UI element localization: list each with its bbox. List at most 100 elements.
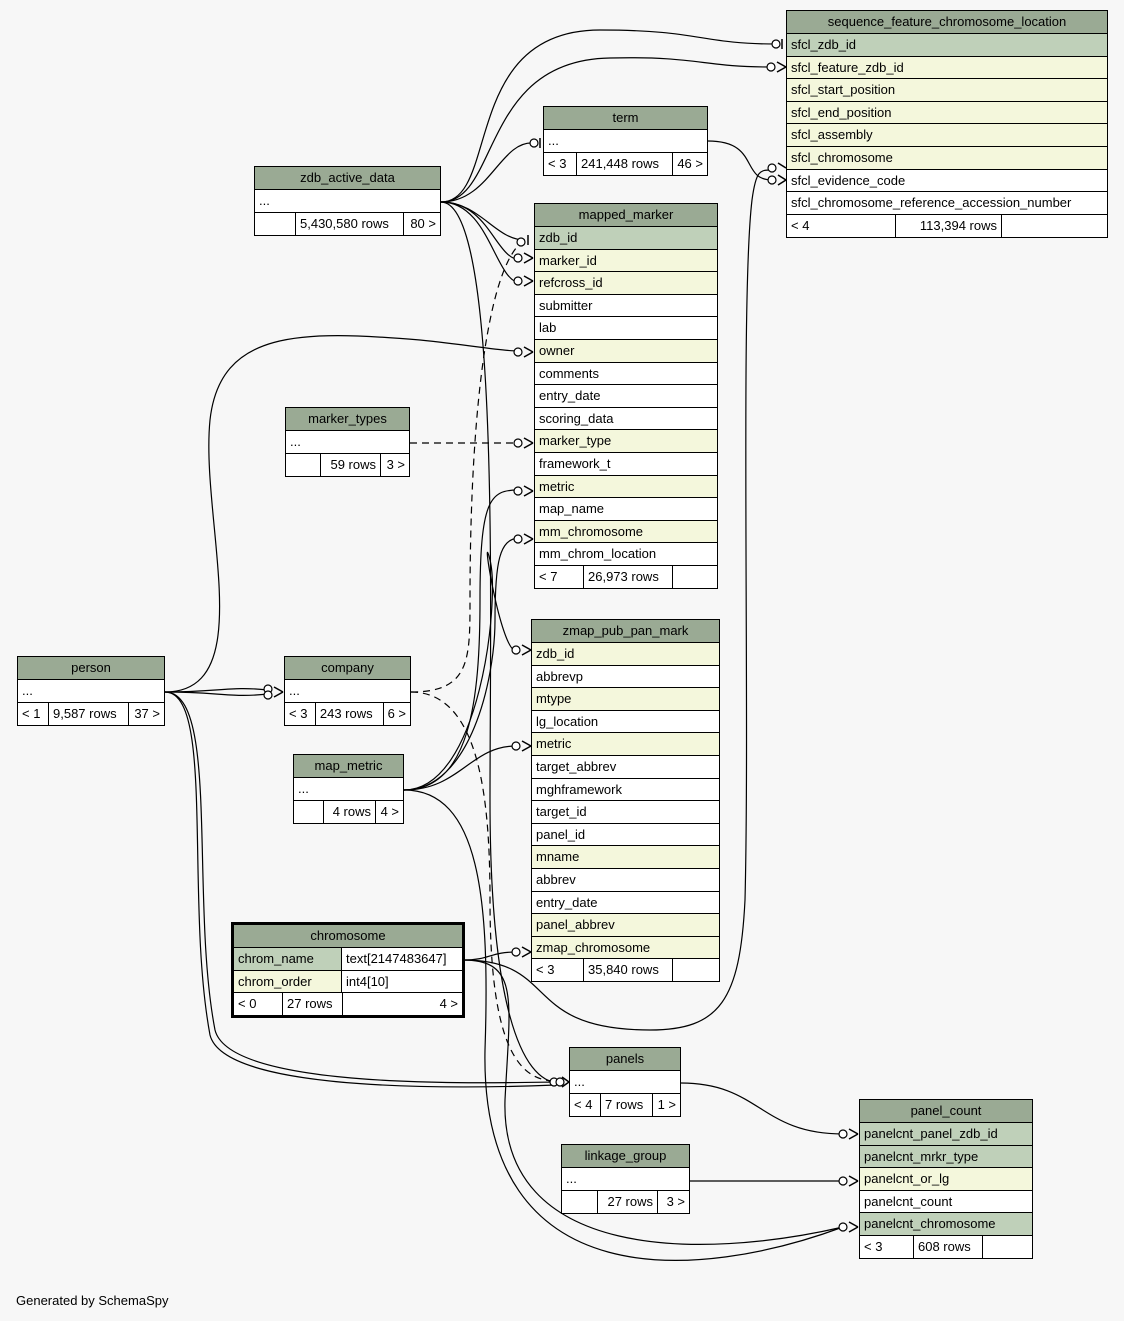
edge-person-company-b bbox=[164, 691, 269, 696]
table-chromosome[interactable]: chromosome chrom_name text[2147483647] c… bbox=[231, 922, 465, 1019]
column-row: sfcl_evidence_code bbox=[787, 169, 1107, 193]
column-row: mghframework bbox=[532, 778, 719, 802]
column-row: ... bbox=[562, 1168, 689, 1191]
column-row: zdb_id bbox=[532, 643, 719, 666]
column-row: target_abbrev bbox=[532, 755, 719, 779]
column-row: entry_date bbox=[535, 385, 717, 408]
table-panels[interactable]: panels ... < 4 7 rows 1 > bbox=[569, 1047, 681, 1117]
edge-panels-panel-count bbox=[680, 1082, 844, 1135]
parents-count bbox=[562, 1191, 597, 1213]
table-sequence-feature-chromosome-location[interactable]: sequence_feature_chromosome_location sfc… bbox=[786, 10, 1108, 238]
column-row: abbrev bbox=[532, 868, 719, 892]
edge-chrom-zmap bbox=[462, 951, 517, 961]
table-header[interactable]: term bbox=[544, 107, 707, 130]
parents-count: < 0 bbox=[238, 996, 257, 1012]
column-row: sfcl_chromosome bbox=[787, 146, 1107, 170]
column-type: int4[10] bbox=[342, 970, 462, 993]
table-zmap-pub-pan-mark[interactable]: zmap_pub_pan_mark zdb_id abbrevp mtype l… bbox=[531, 619, 720, 983]
children-count bbox=[672, 959, 719, 982]
column-row: chrom_order int4[10] bbox=[234, 970, 462, 994]
column-row: sfcl_zdb_id bbox=[787, 34, 1107, 57]
table-header[interactable]: zdb_active_data bbox=[255, 167, 440, 190]
table-term[interactable]: term ... < 3 241,448 rows 46 > bbox=[543, 106, 708, 176]
table-header[interactable]: map_metric bbox=[294, 755, 403, 778]
table-footer: < 4 7 rows 1 > bbox=[570, 1093, 680, 1116]
table-person[interactable]: person ... < 1 9,587 rows 37 > bbox=[17, 656, 165, 726]
column-row: ... bbox=[294, 778, 403, 801]
column-row: mm_chromosome bbox=[535, 520, 717, 544]
children-count: 1 > bbox=[652, 1093, 680, 1116]
children-count: 46 > bbox=[672, 152, 707, 175]
table-mapped-marker[interactable]: mapped_marker zdb_id marker_id refcross_… bbox=[534, 203, 718, 589]
table-header[interactable]: person bbox=[18, 657, 164, 680]
edge-end-marker bbox=[767, 163, 777, 173]
table-panel-count[interactable]: panel_count panelcnt_panel_zdb_id panelc… bbox=[859, 1099, 1033, 1259]
table-header[interactable]: panels bbox=[570, 1048, 680, 1071]
parents-count: < 4 bbox=[791, 217, 810, 233]
parents-count bbox=[286, 454, 320, 476]
table-map-metric[interactable]: map_metric ... 4 rows 4 > bbox=[293, 754, 404, 824]
table-header[interactable]: mapped_marker bbox=[535, 204, 717, 227]
edge-end-marker bbox=[263, 690, 273, 700]
edge-end-marker bbox=[511, 741, 521, 751]
table-header[interactable]: panel_count bbox=[860, 1100, 1032, 1123]
edge-end-marker bbox=[529, 138, 539, 148]
children-count bbox=[982, 1235, 1032, 1258]
table-footer: 5,430,580 rows 80 > bbox=[255, 212, 440, 235]
column-row: scoring_data bbox=[535, 407, 717, 431]
edge-end-marker bbox=[838, 1222, 848, 1232]
edge-end-marker bbox=[513, 276, 523, 286]
row-count: 608 rows bbox=[913, 1235, 982, 1258]
column-row: mtype bbox=[532, 688, 719, 711]
column-name: chrom_order bbox=[234, 970, 342, 993]
parents-count bbox=[294, 801, 323, 823]
edge-end-marker bbox=[513, 486, 523, 496]
column-row: ... bbox=[570, 1071, 680, 1094]
row-count: 26,973 rows bbox=[583, 565, 672, 588]
column-row: sfcl_start_position bbox=[787, 79, 1107, 102]
table-marker-types[interactable]: marker_types ... 59 rows 3 > bbox=[285, 407, 410, 477]
table-footer: < 4 113,394 rows bbox=[787, 214, 1107, 237]
table-header[interactable]: chromosome bbox=[234, 925, 462, 948]
children-count: 4 > bbox=[342, 993, 462, 1016]
parents-count: < 1 bbox=[22, 705, 41, 721]
row-count: 4 rows bbox=[323, 800, 375, 823]
row-count: 27 rows bbox=[597, 1190, 657, 1213]
edge-zdb-mm-marker-id bbox=[440, 201, 522, 261]
table-company[interactable]: company ... < 3 243 rows 6 > bbox=[284, 656, 411, 726]
edge-person-panels-a bbox=[164, 691, 557, 1084]
column-row: target_id bbox=[532, 801, 719, 824]
column-row: zmap_chromosome bbox=[532, 936, 719, 960]
table-zdb-active-data[interactable]: zdb_active_data ... 5,430,580 rows 80 > bbox=[254, 166, 441, 236]
table-header[interactable]: company bbox=[285, 657, 410, 680]
children-count: 4 > bbox=[375, 800, 403, 823]
edge-zdb-sfcl-feature bbox=[440, 57, 773, 203]
column-row: comments bbox=[535, 362, 717, 386]
table-linkage-group[interactable]: linkage_group ... 27 rows 3 > bbox=[561, 1144, 690, 1214]
children-count: 6 > bbox=[382, 702, 410, 725]
column-row: lab bbox=[535, 317, 717, 340]
table-footer: 59 rows 3 > bbox=[286, 453, 409, 476]
edge-end-marker bbox=[838, 1176, 848, 1186]
edge-end-marker bbox=[513, 534, 523, 544]
edge-metric-panel-count bbox=[403, 789, 844, 1261]
table-header[interactable]: linkage_group bbox=[562, 1145, 689, 1168]
column-name: chrom_name bbox=[234, 948, 342, 970]
parents-count: < 3 bbox=[864, 1238, 883, 1254]
table-header[interactable]: marker_types bbox=[286, 408, 409, 431]
column-row: sfcl_feature_zdb_id bbox=[787, 56, 1107, 80]
edge-end-marker bbox=[511, 645, 521, 655]
edge-zdb-sfcl-zdb-id bbox=[440, 29, 777, 203]
row-count: 35,840 rows bbox=[583, 959, 672, 982]
table-header[interactable]: zmap_pub_pan_mark bbox=[532, 620, 719, 643]
parents-count: < 3 bbox=[536, 962, 555, 978]
column-type: text[2147483647] bbox=[342, 948, 462, 970]
generator-credit[interactable]: Generated by SchemaSpy bbox=[16, 1293, 169, 1308]
table-footer: < 0 27 rows 4 > bbox=[234, 993, 462, 1016]
column-row: ... bbox=[544, 130, 707, 153]
table-header[interactable]: sequence_feature_chromosome_location bbox=[787, 11, 1107, 34]
column-row: entry_date bbox=[532, 891, 719, 915]
column-row: sfcl_assembly bbox=[787, 124, 1107, 147]
children-count: 3 > bbox=[657, 1190, 689, 1213]
column-row: framework_t bbox=[535, 452, 717, 476]
